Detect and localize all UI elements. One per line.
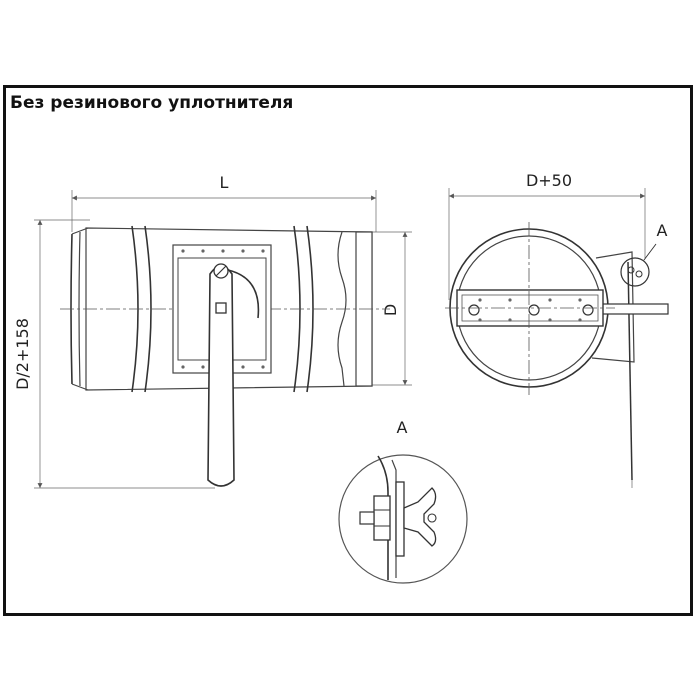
detail-title-label: A	[397, 418, 408, 437]
wing-nut-slot	[215, 265, 227, 277]
dim-flange-label: D+50	[526, 171, 572, 190]
blade-bolt-right-icon	[582, 304, 594, 316]
control-handle	[207, 265, 235, 487]
handle-square-pivot	[215, 302, 227, 314]
control-rod	[627, 261, 633, 481]
detail-thread-end	[427, 513, 437, 523]
drawing-frame	[3, 85, 693, 616]
damper-blade-screws	[478, 298, 582, 322]
detail-callout-circle	[620, 257, 650, 287]
detail-a-view: A	[338, 418, 468, 584]
pipe-left-bevel	[71, 227, 89, 391]
flange-ring-left-b	[144, 225, 152, 393]
drawing-title: Без резинового уплотнителя	[10, 93, 294, 113]
dim-d-label: D	[381, 304, 400, 316]
detail-marker-label: A	[657, 221, 668, 240]
detail-nut	[373, 495, 391, 541]
blade-bolt-center-icon	[528, 304, 540, 316]
dim-height-label: D/2+158	[13, 318, 32, 390]
detail-wall-outer	[377, 455, 389, 580]
dim-l-label: L	[220, 173, 229, 192]
damper-shaft	[597, 303, 669, 315]
callout-nut-icon	[627, 266, 635, 274]
side-view: L D/2+158 D	[13, 173, 412, 489]
detail-bracket	[395, 481, 405, 557]
blade-bolt-left-icon	[468, 304, 480, 316]
front-view: D+50 A	[445, 171, 669, 488]
detail-bolt-head	[359, 511, 375, 525]
detail-wing-nut-icon	[403, 487, 437, 547]
detail-leader	[643, 243, 657, 261]
control-plate-screws	[181, 249, 265, 369]
flange-ring-right-b	[306, 225, 314, 393]
callout-wing-icon	[635, 270, 643, 278]
handle-arc-guide	[227, 269, 260, 319]
break-line	[337, 231, 347, 387]
